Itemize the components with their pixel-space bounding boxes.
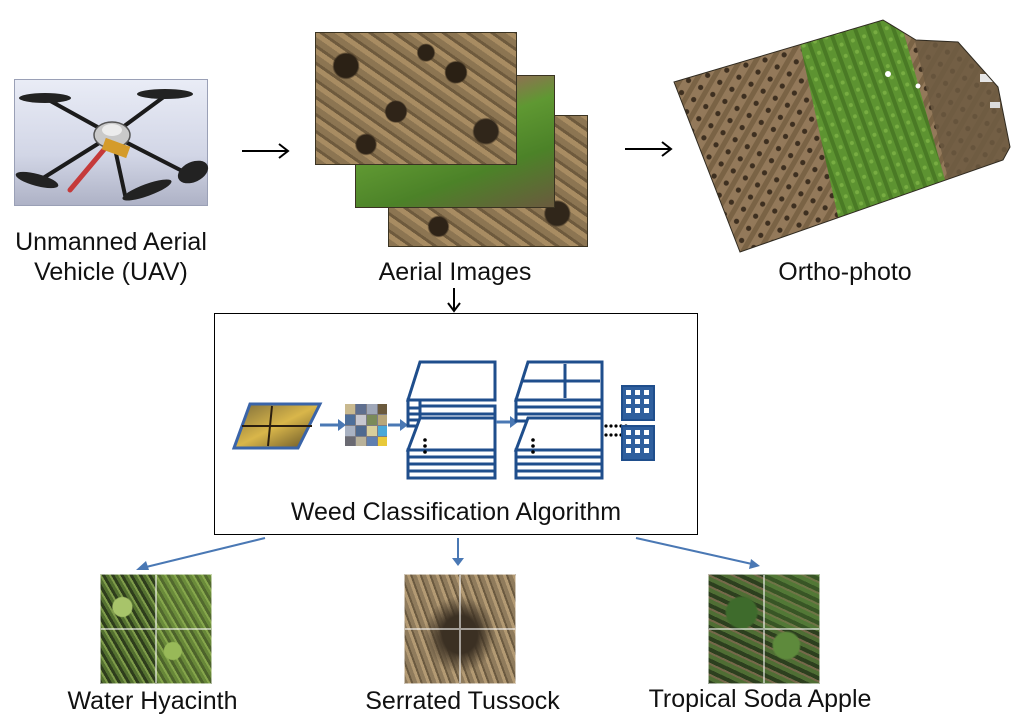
water-hyacinth-label: Water Hyacinth bbox=[67, 687, 238, 715]
uav-photo bbox=[14, 79, 209, 206]
drone-icon bbox=[15, 89, 209, 201]
arrow-aerial-to-algorithm bbox=[447, 288, 461, 313]
arrow-to-water-hyacinth bbox=[141, 537, 266, 569]
serrated-tussock-label: Serrated Tussock bbox=[365, 687, 560, 715]
aerial-images-label: Aerial Images bbox=[378, 258, 532, 286]
output-grid-bottom bbox=[621, 425, 655, 461]
filter-mosaic bbox=[345, 404, 387, 446]
tropical-soda-apple-label: Tropical Soda Apple bbox=[648, 685, 872, 713]
serrated-tussock-image bbox=[404, 574, 516, 684]
uav-label-line2: Vehicle (UAV) bbox=[34, 258, 188, 286]
arrow-uav-to-aerial bbox=[242, 143, 290, 159]
ortho-photo-label: Ortho-photo bbox=[778, 258, 912, 286]
aerial-image-front bbox=[315, 32, 517, 165]
arrow-to-tropical-soda-apple bbox=[635, 537, 753, 565]
conv-layer-stack-4 bbox=[513, 416, 604, 480]
arrow-aerial-to-ortho bbox=[625, 141, 673, 157]
conv-layer-stack-3 bbox=[513, 360, 604, 423]
cnn-network bbox=[231, 360, 655, 480]
uav-label-line1: Unmanned Aerial bbox=[15, 228, 207, 256]
ortho-photo bbox=[673, 19, 1011, 253]
input-image bbox=[231, 402, 323, 450]
water-hyacinth-image bbox=[100, 574, 212, 684]
conv-layer-stack-1 bbox=[405, 360, 497, 428]
tropical-soda-apple-image bbox=[708, 574, 820, 684]
uav-label: Unmanned Aerial Vehicle (UAV) bbox=[0, 227, 222, 287]
algorithm-label: Weed Classification Algorithm bbox=[290, 498, 622, 526]
conv-layer-stack-2 bbox=[405, 416, 497, 480]
output-grid-top bbox=[621, 385, 655, 421]
class-arrows bbox=[136, 537, 760, 570]
